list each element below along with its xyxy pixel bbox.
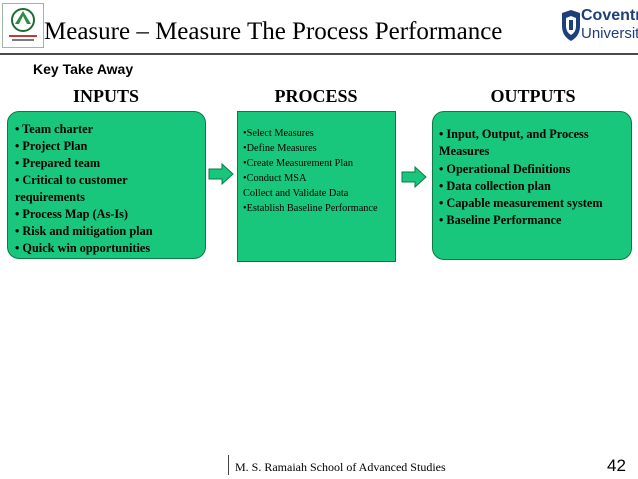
- list-item: • Prepared team: [15, 156, 101, 170]
- inputs-box: • Team charter • Project Plan • Prepared…: [7, 111, 206, 259]
- institute-emblem-icon: [2, 3, 44, 48]
- outputs-list: • Input, Output, and Process Measures • …: [439, 126, 627, 230]
- outputs-heading: OUTPUTS: [490, 86, 576, 106]
- outputs-box: • Input, Output, and Process Measures • …: [432, 111, 632, 260]
- inputs-list: • Team charter • Project Plan • Prepared…: [15, 121, 199, 257]
- list-item: •Define Measures: [243, 143, 317, 154]
- list-item: • Capable measurement system: [439, 196, 603, 211]
- list-item: • Baseline Performance: [439, 213, 562, 228]
- list-item: • Team charter: [15, 122, 94, 136]
- university-wordmark: University: [581, 25, 638, 42]
- page-title: Measure – Measure The Process Performanc…: [44, 18, 503, 45]
- process-box: •Select Measures •Define Measures •Creat…: [237, 111, 396, 262]
- header-rule: [0, 53, 638, 55]
- list-item: • Project Plan: [15, 139, 88, 153]
- list-item: • Critical to customer requirements: [15, 173, 128, 204]
- process-heading: PROCESS: [274, 86, 358, 106]
- list-item: • Risk and mitigation plan: [15, 224, 153, 238]
- section-subtitle: Key Take Away: [33, 61, 134, 77]
- list-item: •Create Measurement Plan: [243, 158, 353, 169]
- right-arrow-icon: [208, 162, 234, 186]
- process-list: •Select Measures •Define Measures •Creat…: [243, 126, 391, 216]
- list-item: •Establish Baseline Performance: [243, 203, 378, 214]
- list-item: •Conduct MSA: [243, 173, 307, 184]
- list-item: •Select Measures: [243, 128, 314, 139]
- page-number: 42: [607, 456, 626, 475]
- footer-institution: M. S. Ramaiah School of Advanced Studies: [235, 460, 446, 474]
- coventry-logo-icon: Coventry University: [560, 6, 638, 50]
- list-item: • Data collection plan: [439, 178, 551, 193]
- footer-divider: [228, 455, 229, 475]
- list-item: Collect and Validate Data: [243, 188, 349, 199]
- coventry-wordmark: Coventry: [581, 7, 638, 24]
- list-item: • Operational Definitions: [439, 161, 571, 176]
- list-item: • Process Map (As-Is): [15, 207, 129, 221]
- right-arrow-icon: [401, 165, 427, 189]
- inputs-heading: INPUTS: [72, 86, 139, 106]
- list-item: • Quick win opportunities: [15, 241, 151, 255]
- list-item: • Input, Output, and Process Measures: [439, 127, 589, 159]
